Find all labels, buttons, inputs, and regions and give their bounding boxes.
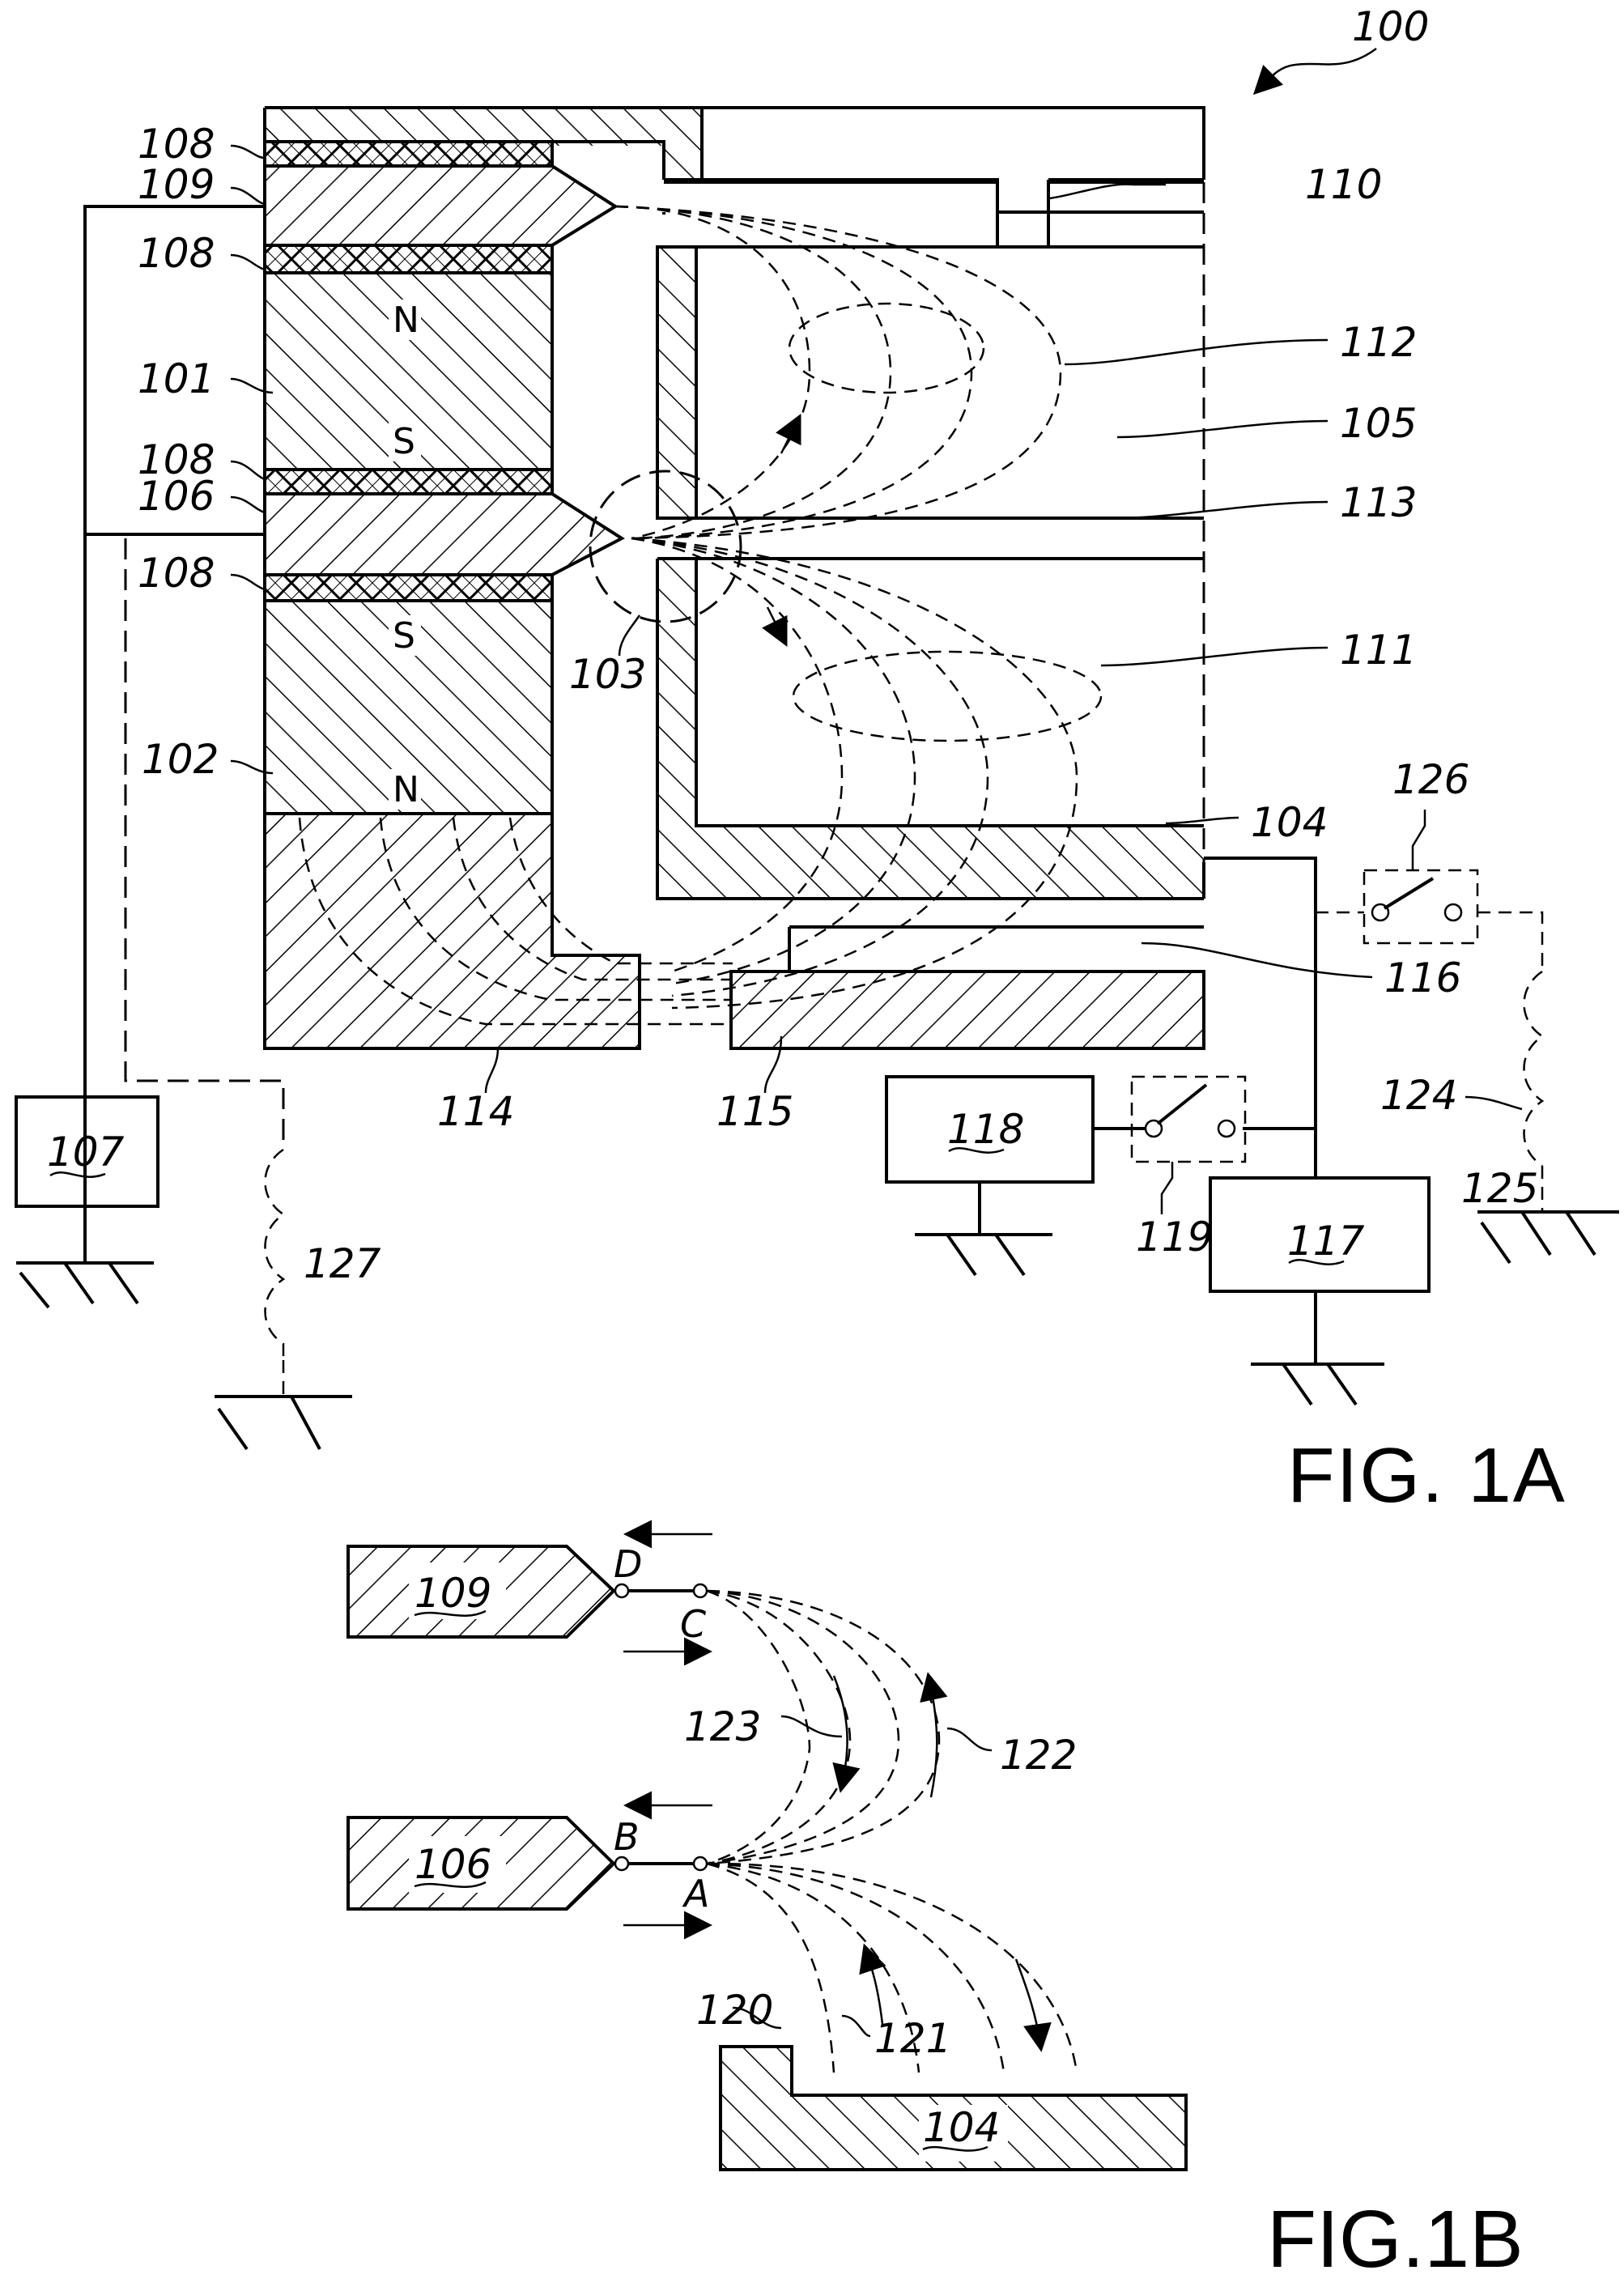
pole-S-upper: S (393, 421, 415, 462)
switch-126 (1364, 870, 1477, 943)
insulator-108-c (265, 470, 552, 494)
figure-1a-caption: FIG. 1A (1287, 1432, 1567, 1519)
label-106-detail: 106 (415, 1841, 491, 1888)
point-C (694, 1584, 707, 1597)
figure-1b-caption: FIG.1B (1267, 2194, 1524, 2283)
pole-S-lower: S (393, 615, 415, 657)
point-A (694, 1857, 707, 1870)
label-B: B (614, 1815, 640, 1859)
label-110: 110 (1305, 161, 1382, 208)
pole-piece-114 (265, 814, 640, 1048)
electrode-110 (664, 182, 1204, 247)
label-101: 101 (138, 355, 215, 402)
point-B (615, 1857, 628, 1870)
circuit-right: 118 117 (886, 858, 1619, 1405)
plasma-zone-111 (793, 652, 1101, 741)
switch-119 (1132, 1077, 1245, 1162)
label-113: 113 (1340, 479, 1417, 526)
label-109: 109 (138, 161, 215, 208)
label-117: 117 (1287, 1218, 1365, 1265)
inductor-127 (266, 1150, 284, 1360)
label-123: 123 (684, 1703, 761, 1750)
figure-1b: 109 106 D C B A (348, 1534, 1524, 2283)
figure-1a: 100 (16, 3, 1619, 1519)
label-119: 119 (1136, 1214, 1213, 1261)
label-108-b: 108 (138, 230, 215, 277)
label-105: 105 (1340, 400, 1417, 447)
label-C: C (680, 1602, 706, 1646)
left-labels: 108 109 108 101 108 106 108 102 (138, 121, 273, 783)
label-107: 107 (47, 1129, 125, 1176)
label-104: 104 (1251, 799, 1328, 846)
label-122: 122 (1000, 1732, 1077, 1779)
label-100: 100 (1352, 3, 1429, 50)
label-103: 103 (569, 651, 646, 698)
label-118: 118 (947, 1106, 1024, 1153)
label-125: 125 (1461, 1165, 1538, 1212)
inductor-124 (1524, 971, 1543, 1166)
insulator-108-d (265, 575, 552, 601)
point-D (615, 1584, 628, 1597)
label-112: 112 (1340, 319, 1417, 366)
pole-N-lower: N (393, 769, 419, 810)
label-127: 127 (304, 1240, 381, 1287)
target-115 (731, 971, 1204, 1048)
pole-N-upper: N (393, 300, 419, 341)
label-115: 115 (716, 1088, 793, 1135)
label-116: 116 (1384, 954, 1461, 1001)
label-126: 126 (1392, 756, 1469, 803)
label-106: 106 (138, 473, 215, 520)
electrode-109 (265, 166, 615, 245)
label-104-detail: 104 (923, 2104, 1000, 2151)
label-108-d: 108 (138, 550, 215, 597)
label-114: 114 (437, 1088, 514, 1135)
label-D: D (614, 1542, 642, 1586)
right-labels: 110 112 105 113 111 104 126 116 124 125 (1065, 161, 1538, 1212)
ref-100: 100 (1259, 3, 1429, 89)
label-102: 102 (142, 736, 219, 783)
label-124: 124 (1380, 1072, 1457, 1119)
label-121: 121 (874, 2015, 951, 2062)
label-109-detail: 109 (415, 1570, 491, 1617)
insulator-108-a (265, 142, 552, 166)
label-A: A (682, 1872, 709, 1915)
label-120: 120 (696, 1987, 773, 2034)
insulator-108-b (265, 245, 552, 273)
anode-104 (657, 559, 1204, 899)
label-111: 111 (1340, 627, 1417, 674)
